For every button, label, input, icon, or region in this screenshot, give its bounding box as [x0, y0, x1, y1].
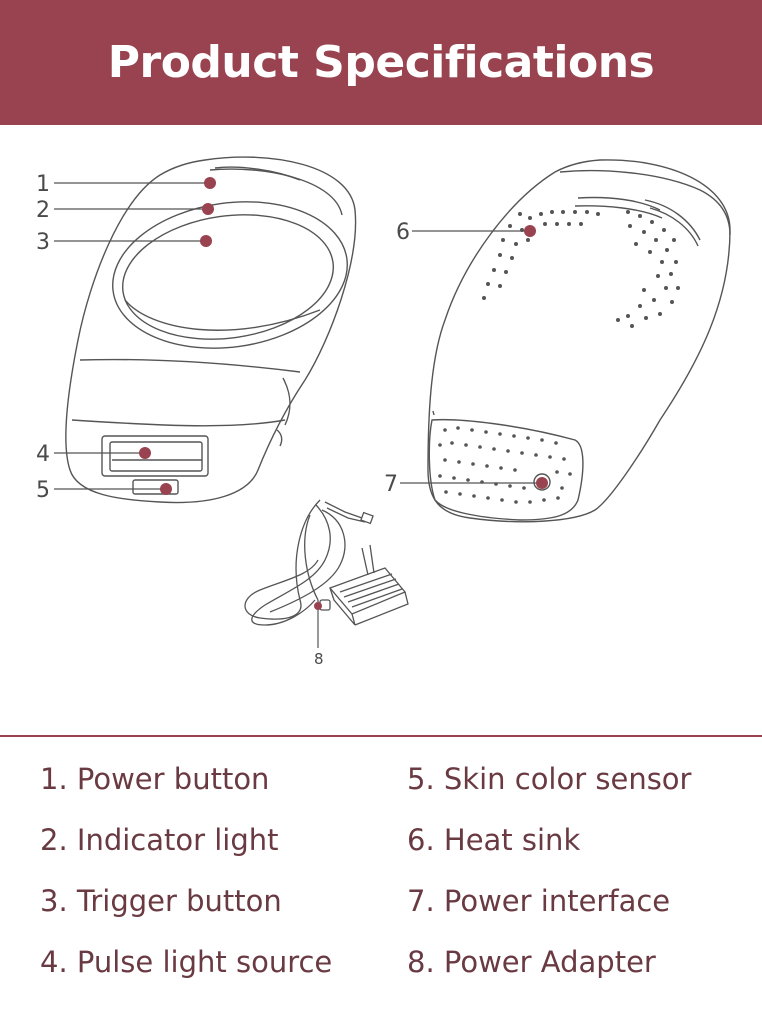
power-adapter — [244, 499, 409, 626]
legend-item-power-adapter: 8. Power Adapter — [407, 945, 656, 979]
back-plate-vents — [438, 426, 572, 504]
callout-lines — [54, 182, 542, 648]
callout-1: 1 — [36, 172, 50, 197]
legend-left-column: 1. Power button 2. Indicator light 3. Tr… — [40, 754, 400, 998]
page-title: Product Specifications — [107, 37, 655, 88]
header-banner: Product Specifications — [0, 0, 762, 125]
legend-item-power-interface: 7. Power interface — [407, 884, 671, 918]
legend-item-heat-sink: 6. Heat sink — [407, 823, 581, 857]
heat-sink-vents — [482, 210, 680, 328]
callout-dots — [139, 177, 548, 610]
product-diagram: 1 2 3 4 5 6 7 8 — [36, 156, 731, 668]
section-divider — [0, 735, 762, 737]
callout-4: 4 — [36, 442, 50, 467]
callout-2: 2 — [36, 198, 50, 223]
legend-item-trigger-button: 3. Trigger button — [40, 884, 282, 918]
callout-7: 7 — [384, 472, 398, 497]
legend-item-pulse-light-source: 4. Pulse light source — [40, 945, 333, 979]
callout-8: 8 — [314, 650, 324, 668]
back-device — [427, 159, 731, 523]
legend-right-column: 5. Skin color sensor 6. Heat sink 7. Pow… — [407, 754, 762, 998]
legend-item-indicator-light: 2. Indicator light — [40, 823, 279, 857]
callout-5: 5 — [36, 478, 50, 503]
callout-6: 6 — [396, 220, 410, 245]
legend-item-skin-color-sensor: 5. Skin color sensor — [407, 762, 692, 796]
front-device — [65, 156, 357, 504]
legend-item-power-button: 1. Power button — [40, 762, 270, 796]
callout-3: 3 — [36, 230, 50, 255]
